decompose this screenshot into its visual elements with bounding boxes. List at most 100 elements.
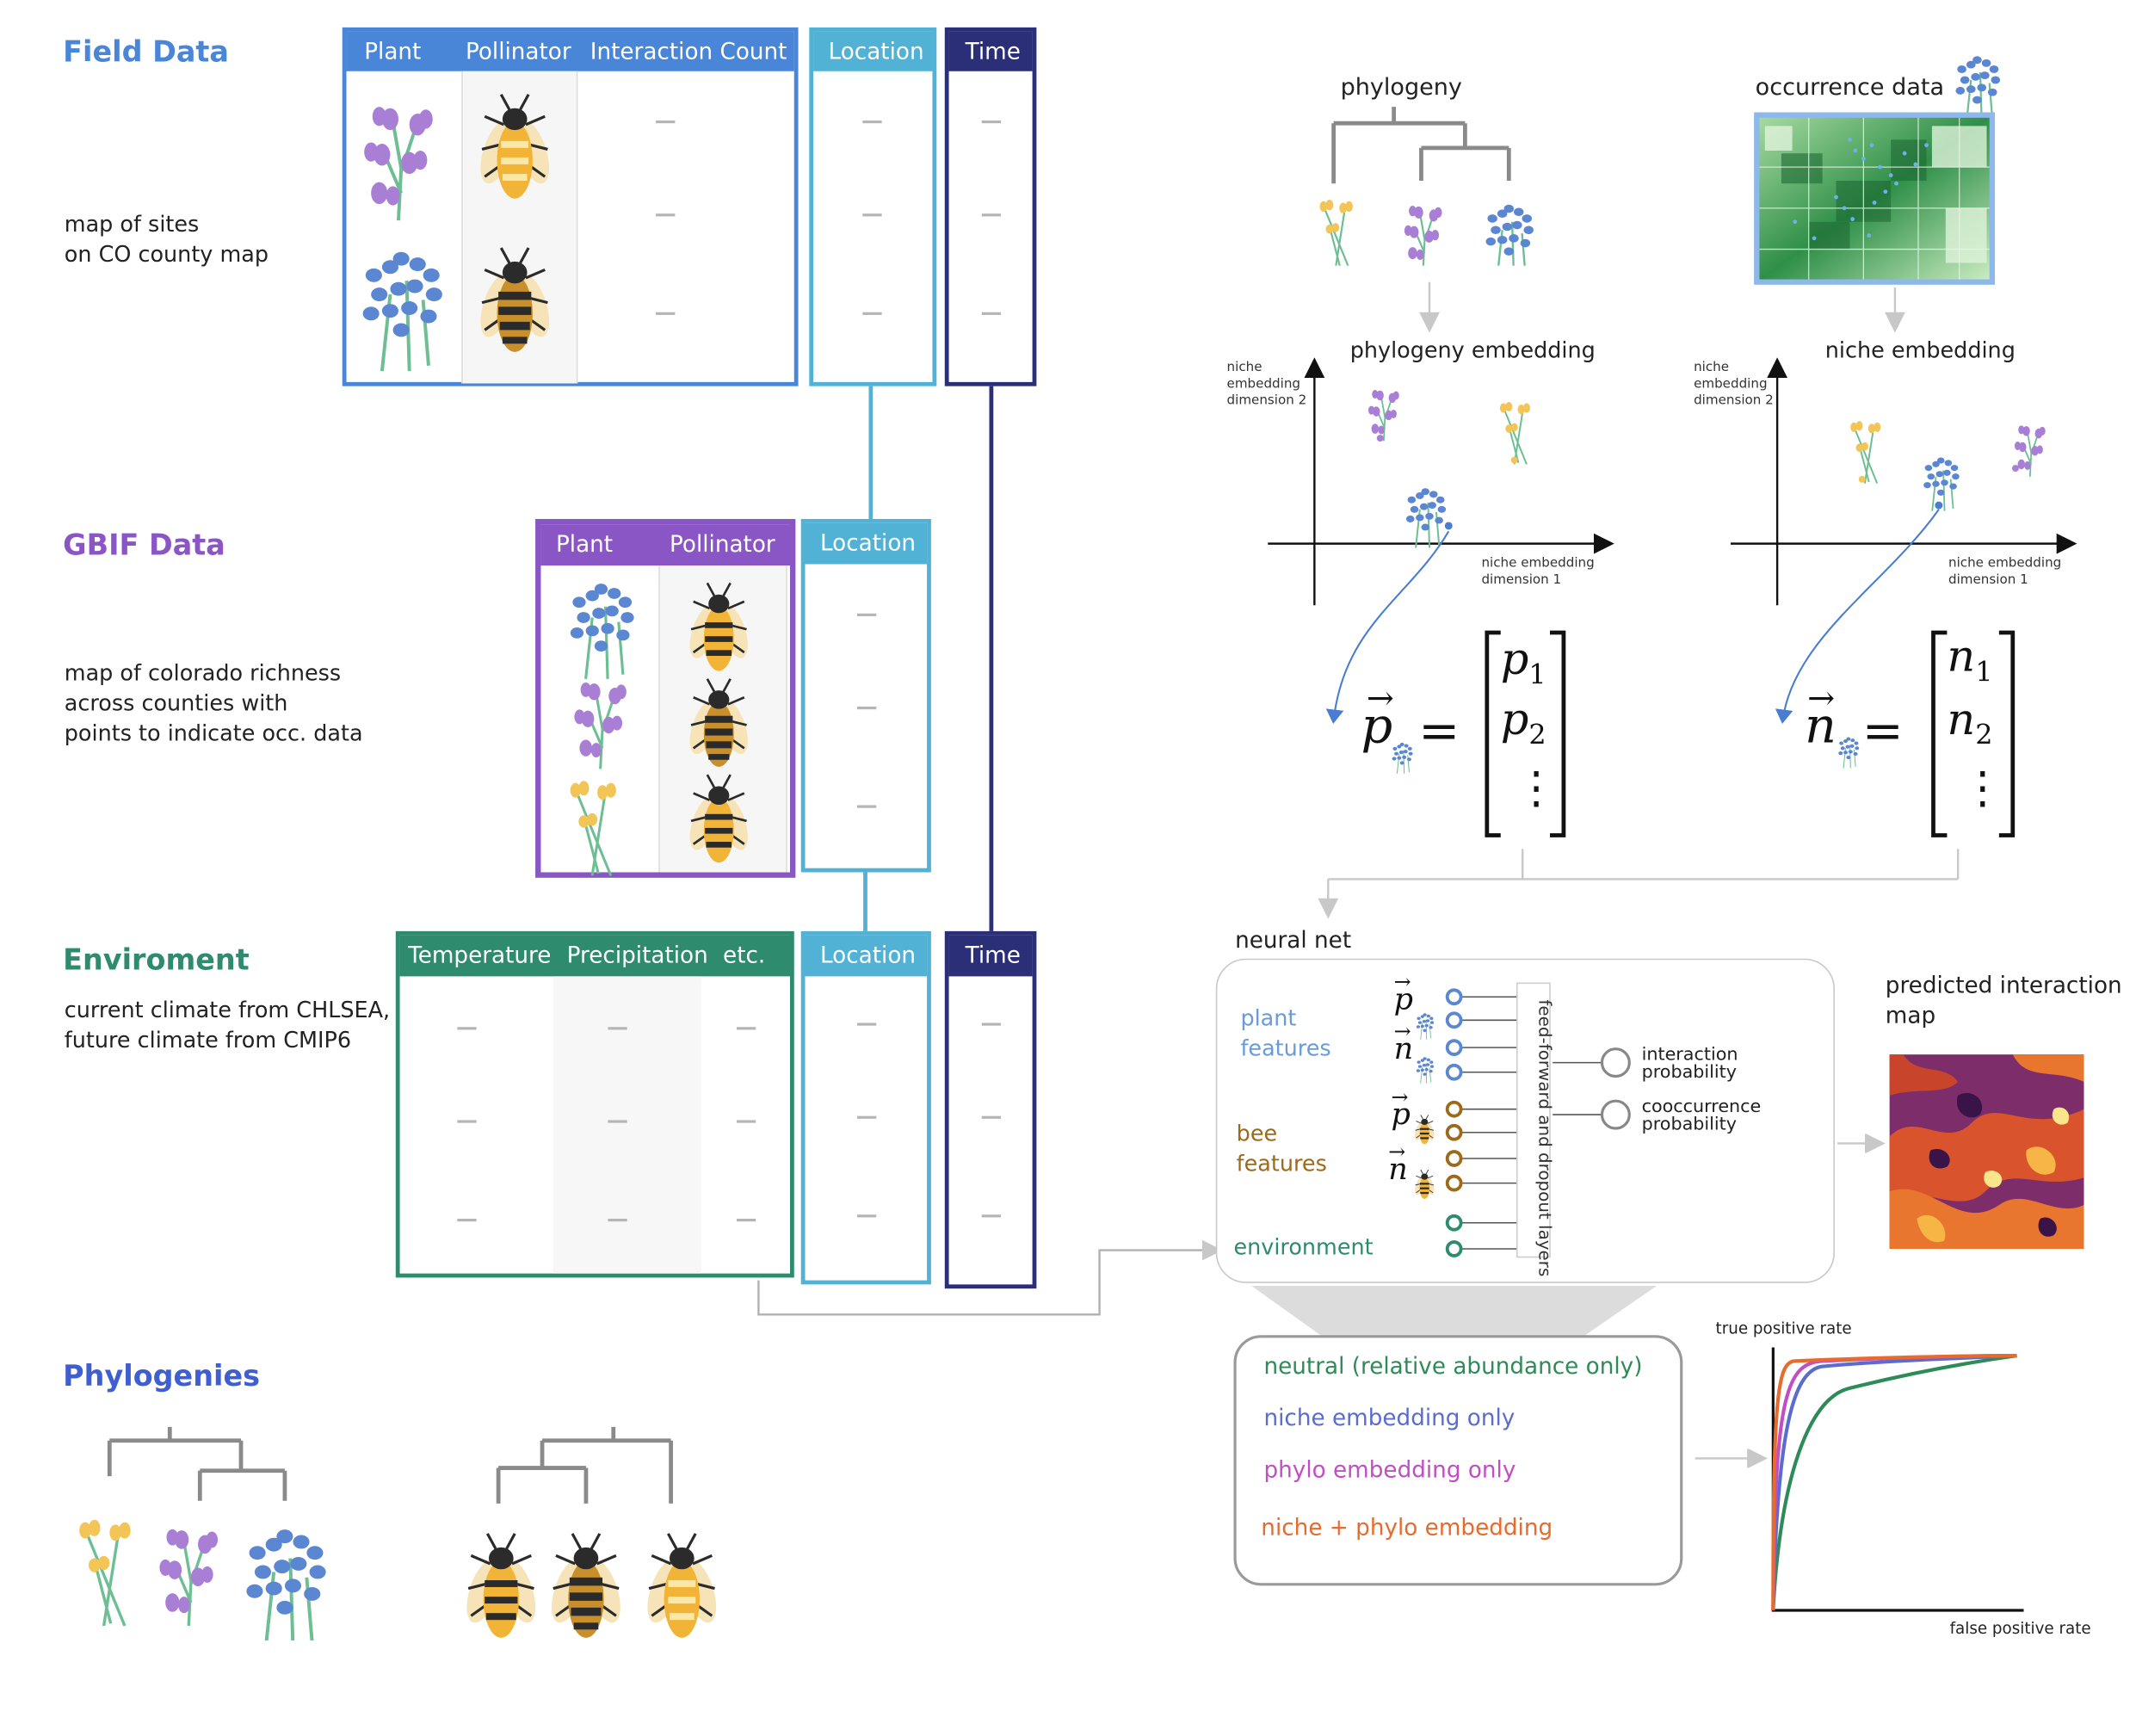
to-map-arrow [1837,1134,1886,1153]
phylogeny-embedding-plot [1268,357,1614,724]
column-header: Location [820,942,917,968]
placeholder-dash [856,613,877,616]
lavender-icon [572,681,628,770]
plant-phylogeny-tree [77,1426,328,1641]
niche-embedding-plot [1731,357,2077,724]
table-header: Location [813,31,933,71]
phylogeny-embedding-label: phylogeny embedding [1349,337,1596,363]
axis-label-line: dimension 1 [1481,572,1562,588]
placeholder-dash [457,1218,477,1221]
model-item: niche embedding only [1263,1405,1516,1431]
placeholder-dash [856,805,877,808]
bee-icon [473,246,556,354]
y-axis-label: niche embedding dimension 2 [1227,360,1307,409]
entry-symbol: n [1947,693,1976,745]
placeholder-dash [856,1022,877,1026]
label-line: probability [1641,1115,1737,1135]
placeholder-dash [656,312,676,315]
note-line: on CO county map [64,241,269,268]
placeholder-dash [856,1214,877,1217]
column-header: Pollinator [669,531,775,558]
roc-curve [1771,1354,2017,1611]
phylogeny-label: phylogeny [1340,73,1462,102]
placeholder-dash [981,1022,1002,1026]
neural-net-diagram [1412,982,1631,1258]
field-data-table: Plant Pollinator Interaction Count [342,27,799,386]
note-line: current climate from CHLSEA, [64,997,391,1023]
vector-symbol: n [1804,698,1837,755]
entry-subscript: 1 [1528,658,1546,691]
model-item: niche + phylo embedding [1261,1514,1553,1541]
axis-label-line: embedding [1226,376,1301,392]
axis-label-line: dimension 2 [1226,392,1307,409]
label-line: map [1885,1002,1936,1029]
nn-input-symbol: →n [1394,1019,1414,1067]
placeholder-dash [981,213,1002,216]
placeholder-dash [608,1218,627,1221]
entry-subscript: 1 [1975,655,1993,689]
matrix-brackets [1485,630,1566,837]
embedding-arrows [1419,281,1905,333]
merge-arrow [1314,849,1960,923]
axis-label-line: niche embedding [1948,555,2062,571]
environment-label: environment [1233,1233,1374,1260]
blue-lupine-icon [1837,736,1860,769]
column-header: Time [965,942,1021,968]
phylogeny-vector-symbol: → p [1361,679,1393,755]
predicted-interaction-map [1889,1054,2084,1249]
entry-symbol: p [1500,633,1529,685]
column-header: Pollinator [465,38,571,65]
placeholder-dash [656,120,676,123]
placeholder-dash [862,120,882,123]
y-axis-label: niche embedding dimension 2 [1694,360,1774,409]
arrow-accent: → [1388,1139,1406,1165]
entry-subscript: 2 [1975,718,1993,751]
placeholder-dash [981,1115,1002,1119]
placeholder-dash [736,1120,756,1122]
column-header: Precipitation [566,942,708,968]
environment-note: current climate from CHLSEA, future clim… [65,996,390,1056]
arrow-accent: → [1393,969,1411,995]
placeholder-dash [862,312,882,315]
axis-label-line: dimension 1 [1948,572,2028,588]
gbif-data-note: map of colorado richness across counties… [65,658,363,749]
placeholder-dash [856,1115,877,1119]
placeholder-dash [856,706,877,709]
phylogeny-tree [1318,107,1535,266]
nn-input-symbol: →p [1391,1084,1410,1133]
axis-label-line: niche embedding [1481,555,1595,571]
model-item: neutral (relative abundance only) [1263,1352,1643,1380]
axis-label-line: niche [1694,360,1730,375]
precipitation-column-shade [553,976,701,1274]
column-header: Plant [364,38,422,65]
placeholder-dash [608,1120,627,1122]
arrow-accent: → [1391,1084,1409,1109]
field-time-table: Time [944,27,1037,386]
label-line: interaction [1641,1044,1738,1066]
placeholder-dash [656,213,676,216]
table-header: Time [948,935,1033,977]
field-data-note: map of sites on CO county map [65,209,269,269]
bee-icon [682,773,755,864]
label-line: bee [1236,1120,1278,1146]
matrix-brackets [1931,630,2016,837]
placeholder-dash [736,1027,756,1029]
layers-label: feed-forward and dropout layers [1534,999,1556,1277]
niche-vector-symbol: → n [1804,679,1837,755]
label-line: cooccurrence [1641,1097,1762,1118]
axis-label-line: niche [1226,360,1262,375]
roc-curve [1771,1354,2017,1611]
label-line: features [1240,1035,1331,1062]
yellow-flower-icon [569,779,618,877]
column-header: Time [965,38,1021,65]
environment-location-table: Location [800,930,931,1285]
vector-symbol: p [1393,983,1414,1018]
gbif-data-title: GBIF Data [63,528,225,562]
column-header: Interaction Count [590,38,787,65]
vector-entry: ⋮ [1960,761,2005,814]
placeholder-dash [981,312,1002,315]
model-item: phylo embedding only [1263,1456,1516,1484]
vector-entry: n1 [1947,630,1992,688]
note-line: across counties with [64,689,288,717]
models-box [1233,1335,1683,1586]
